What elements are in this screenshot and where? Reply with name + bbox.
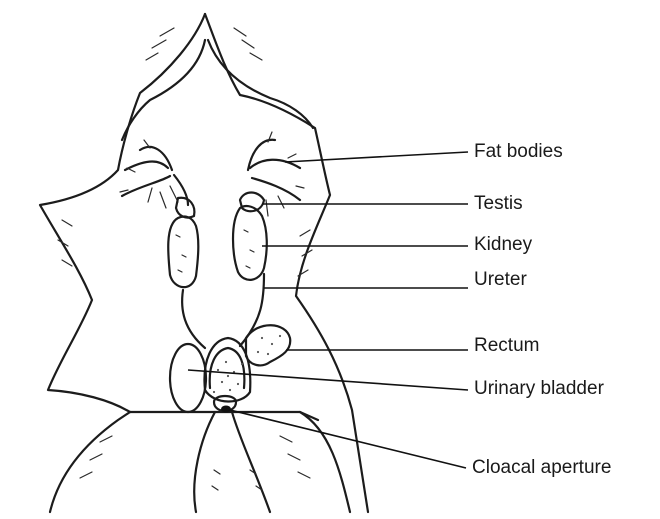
label-fat-bodies: Fat bodies (474, 142, 563, 161)
label-kidney: Kidney (474, 235, 532, 254)
urinary-bladder-lobe (170, 344, 206, 412)
label-ureter: Ureter (474, 270, 527, 289)
right-testis (240, 193, 264, 212)
left-testis (176, 198, 194, 218)
leader-cloacal-aperture (226, 409, 466, 468)
label-urinary-bladder: Urinary bladder (474, 379, 604, 398)
label-testis: Testis (474, 194, 523, 213)
body-outline (40, 14, 368, 512)
leader-urinary-bladder (188, 370, 468, 390)
left-kidney (168, 217, 198, 288)
right-kidney (233, 206, 267, 280)
cloacal-chamber (204, 338, 250, 402)
rectum (246, 325, 290, 365)
label-cloacal-aperture: Cloacal aperture (472, 458, 611, 477)
leader-fat-bodies (285, 152, 468, 162)
ureters (182, 274, 264, 348)
label-rectum: Rectum (474, 336, 539, 355)
